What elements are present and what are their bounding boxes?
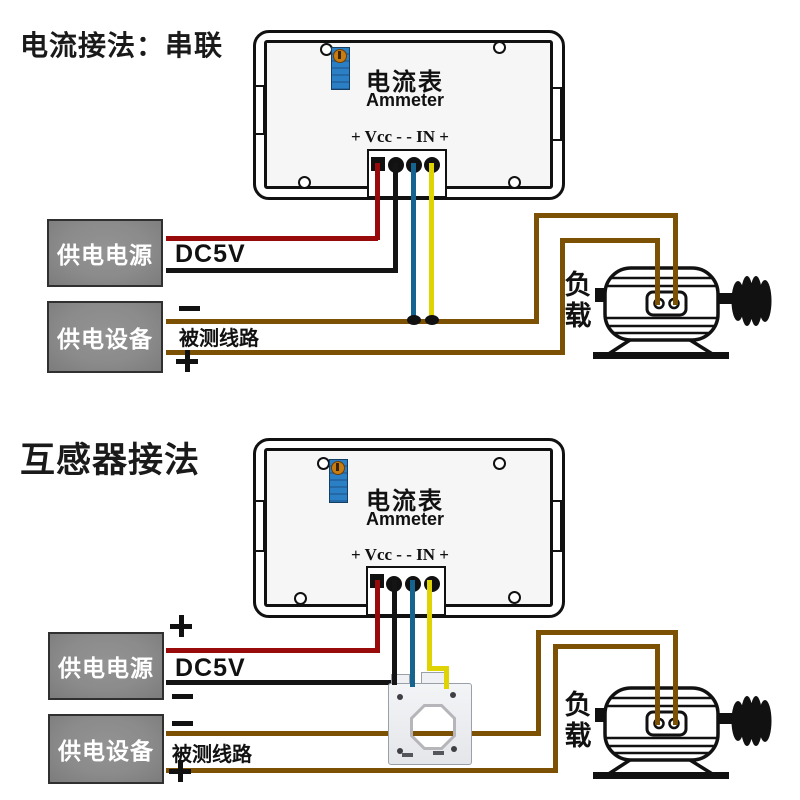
wire-to-load [673, 630, 678, 725]
plus-label [169, 760, 191, 782]
minus-label [172, 694, 193, 699]
wire-to-load [655, 238, 660, 305]
minus-label [179, 306, 200, 311]
ammeter-label-cn: 电流表 [366, 69, 444, 96]
wire-vcc-plus [375, 163, 380, 240]
wire-measured-line-plus [553, 644, 558, 773]
screw-hole-icon [508, 176, 521, 189]
wire-measured-line [534, 213, 539, 324]
terminal-row-label: + Vcc - - IN + [351, 545, 449, 564]
power-supply-box: 供电电源 [47, 219, 163, 287]
dc5v-label: DC5V [175, 654, 246, 682]
screw-hole-icon [493, 41, 506, 54]
powered-device-label: 供电设备 [58, 738, 154, 764]
transformer-hole [413, 707, 453, 747]
powered-device-box: 供电设备 [48, 714, 164, 784]
wire-measured-line-plus [553, 644, 660, 649]
wire-measured-line-plus [560, 238, 660, 243]
wire-in-plus [429, 163, 434, 320]
wire-vcc-plus [375, 580, 380, 653]
wire-measured-line [166, 319, 539, 324]
power-supply-label: 供电电源 [57, 242, 153, 268]
ammeter-label-en: Ammeter [366, 509, 445, 529]
wire-measured-line [534, 213, 678, 218]
transformer-screw-icon [397, 694, 403, 700]
screw-hole-icon [298, 176, 311, 189]
wire-to-load [673, 213, 678, 305]
wire-to-load [655, 644, 660, 725]
load-label: 负载 [564, 270, 592, 331]
load-motor-icon [593, 686, 772, 779]
wire-measured-line-plus [166, 350, 565, 355]
wire-in-minus [410, 580, 415, 687]
section-title-transformer: 互感器接法 [20, 441, 201, 480]
minus-label [172, 721, 193, 726]
wire-in-plus [427, 580, 432, 671]
wire-measured-line [536, 630, 541, 736]
transformer-screw-icon [451, 746, 457, 752]
plus-label [176, 350, 198, 372]
wire-through-transformer [413, 731, 453, 736]
wire-measured-line-plus [166, 768, 558, 773]
wire-in-plus [444, 666, 449, 689]
ammeter-label-cn: 电流表 [366, 488, 444, 515]
wire-vcc-plus [166, 236, 378, 241]
load-motor-icon [593, 266, 772, 359]
measured-line-label: 被测线路 [179, 328, 259, 350]
plus-label [170, 615, 192, 637]
transformer-slot [402, 753, 413, 757]
section-title-series: 电流接法：串联 [20, 30, 224, 61]
power-supply-box: 供电电源 [48, 632, 164, 700]
wire-vcc-minus [166, 680, 395, 685]
potentiometer-slot [338, 51, 341, 59]
wire-measured-line-plus [560, 238, 565, 355]
measured-line-label: 被测线路 [172, 744, 252, 766]
wire-in-minus [411, 163, 416, 320]
ammeter-label-en: Ammeter [366, 90, 445, 110]
wire-measured-line [468, 731, 540, 736]
load-label: 负载 [564, 690, 592, 751]
junction-dot [425, 315, 439, 325]
wire-vcc-minus [166, 268, 396, 273]
wire-measured-line [166, 731, 392, 736]
ammeter-face [264, 448, 553, 607]
screw-hole-icon [493, 457, 506, 470]
wire-vcc-plus [166, 648, 378, 653]
terminal-row-label: + Vcc - - IN + [351, 127, 449, 146]
powered-device-label: 供电设备 [57, 326, 153, 352]
transformer-screw-icon [397, 748, 403, 754]
wire-in-plus [427, 666, 449, 671]
screw-hole-icon [508, 591, 521, 604]
junction-dot [407, 315, 421, 325]
screw-hole-icon [294, 592, 307, 605]
powered-device-box: 供电设备 [47, 301, 163, 373]
transformer-slot [433, 751, 444, 755]
dc5v-label: DC5V [175, 240, 246, 268]
wire-vcc-minus [393, 163, 398, 273]
wire-vcc-minus [392, 580, 397, 685]
transformer-screw-icon [450, 692, 456, 698]
wire-measured-line [536, 630, 678, 635]
power-supply-label: 供电电源 [58, 655, 154, 681]
potentiometer-slot [336, 463, 339, 471]
